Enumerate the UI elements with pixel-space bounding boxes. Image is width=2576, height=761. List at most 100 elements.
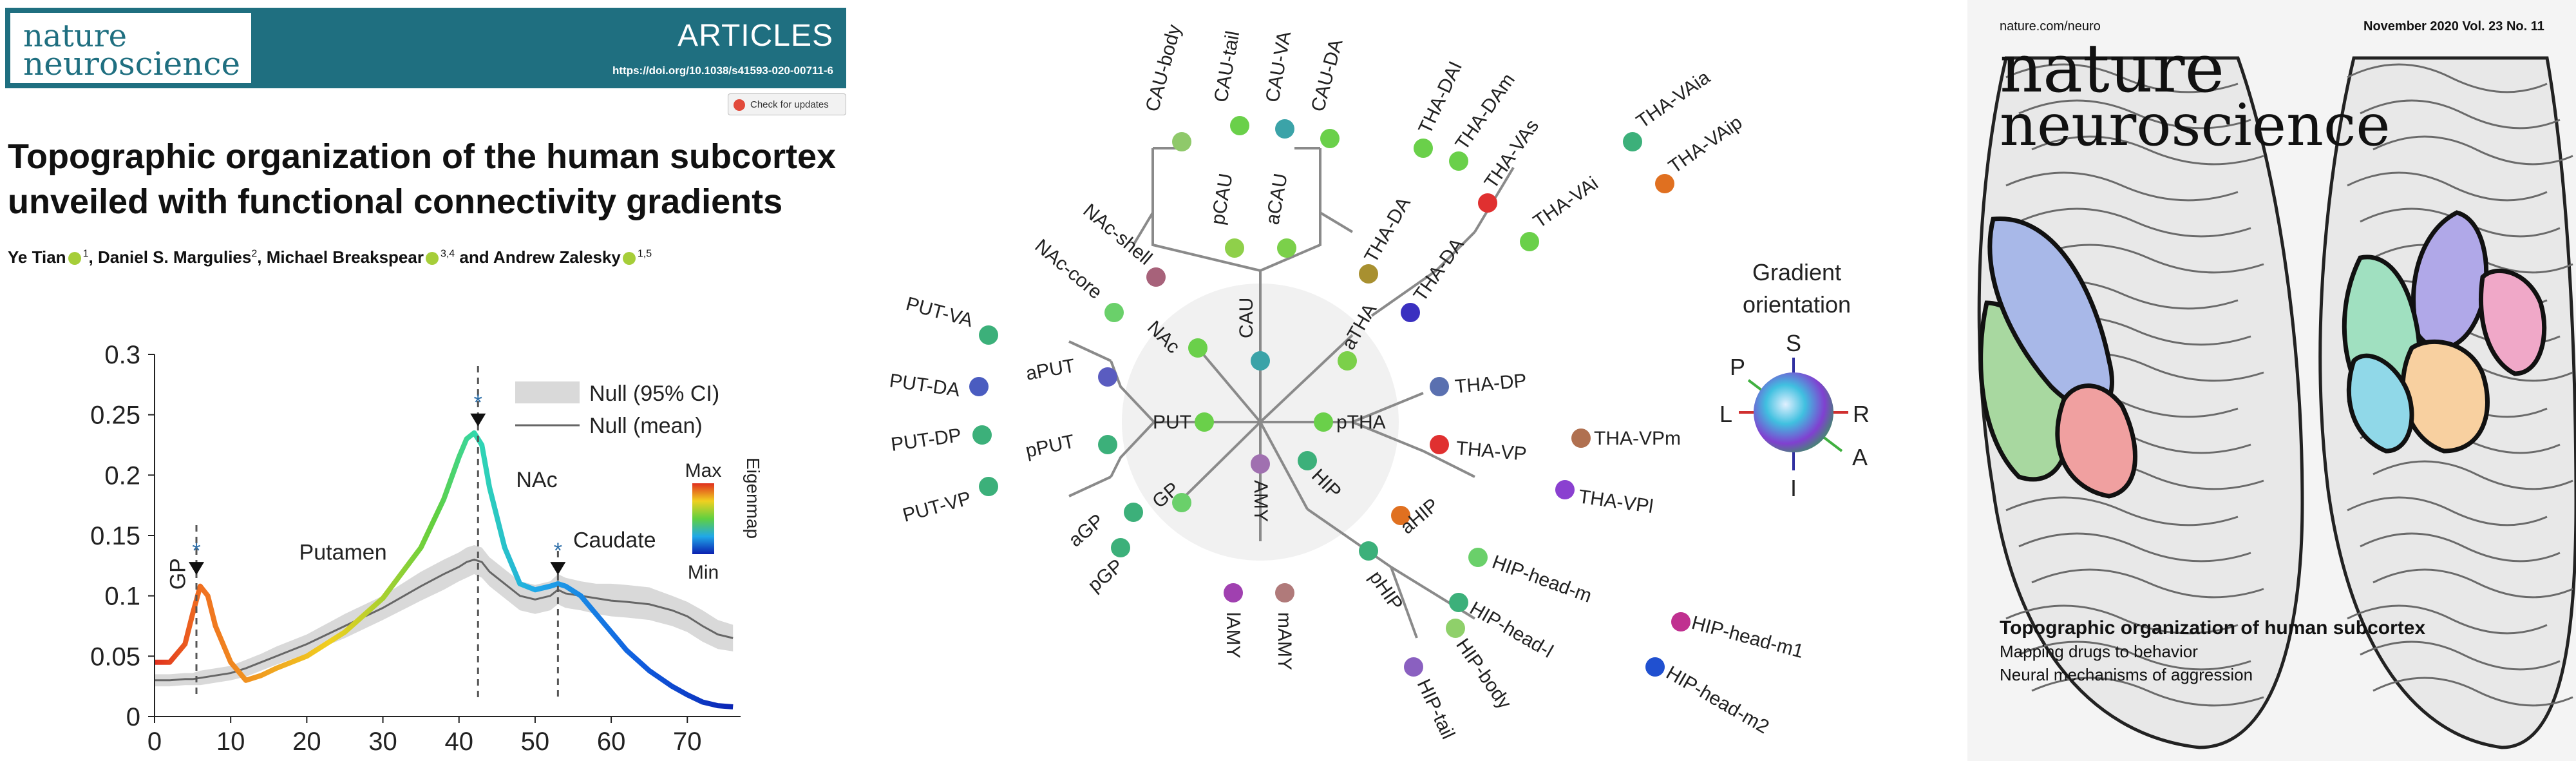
leaf-hip-body: HIP-body	[1452, 635, 1515, 713]
node-put	[1195, 412, 1214, 432]
leaf-pcau: pCAU	[1207, 172, 1236, 227]
y-tick-label: 0	[126, 703, 140, 731]
node-pTHA	[1314, 412, 1333, 432]
node-tha-dai	[1414, 139, 1433, 158]
cover-gyrus	[2347, 171, 2548, 202]
node-phip	[1359, 541, 1378, 561]
leaf-aput: aPUT	[1024, 355, 1076, 385]
node-tha-vaia	[1623, 132, 1642, 151]
cover-gyrus	[2360, 99, 2561, 130]
cover-gyrus	[2360, 532, 2561, 563]
node-pcau	[1225, 238, 1244, 258]
journal-logo[interactable]: nature neuroscience	[10, 13, 251, 83]
cover-gyrus	[2005, 63, 2239, 93]
leaf-nac-core: NAc-core	[1031, 235, 1106, 303]
cover-hippocampus-right	[2346, 353, 2414, 454]
node-cau-tail	[1230, 116, 1249, 135]
tree-branch	[1068, 476, 1112, 497]
peak-asterisk: *	[554, 539, 562, 563]
node-pgp	[1111, 538, 1130, 557]
cover-brain-left	[1977, 56, 2304, 749]
x-tick-label: 70	[673, 727, 702, 756]
colorbar	[692, 483, 714, 554]
leaf-put-va: PUT-VA	[904, 293, 975, 331]
cover-issue: November 2020 Vol. 23 No. 11	[2363, 19, 2544, 34]
node-nac	[1188, 338, 1208, 358]
leaf-tha-da-upper: THA-DA	[1360, 193, 1414, 266]
node-hip	[1298, 451, 1317, 470]
region-ptha: pTHA	[1336, 412, 1386, 433]
y-tick-label: 0.05	[90, 642, 140, 671]
annotation-nac: NAc	[516, 468, 557, 492]
author-and: and	[455, 247, 493, 267]
leaf-tha-vpm: THA-VPm	[1594, 428, 1681, 449]
author-name[interactable]: Andrew Zalesky	[493, 247, 621, 267]
leaf-tha-dai: THA-DAI	[1414, 58, 1466, 137]
tree-branch	[1370, 231, 1476, 317]
node-hip-head-m1	[1671, 612, 1690, 631]
node-tha-vaip	[1655, 174, 1674, 193]
check-updates-label: Check for updates	[750, 99, 829, 110]
node-cau-da	[1320, 129, 1340, 148]
orcid-icon[interactable]	[68, 252, 81, 265]
node-pput	[1098, 435, 1117, 454]
node-put-va	[979, 325, 998, 345]
cover-gyrus	[2372, 135, 2573, 166]
node-amy	[1251, 454, 1270, 474]
cover-gyrus	[2031, 568, 2264, 599]
cover-line-3: Neural mechanisms of aggression	[2000, 665, 2253, 684]
tree-branch	[1110, 421, 1155, 477]
annotation-gp: GP	[166, 558, 190, 590]
node-hip-body	[1446, 619, 1465, 638]
author-name[interactable]: Michael Breakspear	[266, 247, 424, 267]
tree-branch	[1352, 421, 1475, 478]
article-title: Topographic organization of the human su…	[8, 134, 858, 224]
leaf-cau-va: CAU-VA	[1262, 30, 1295, 104]
author-name[interactable]: Daniel S. Margulies	[97, 247, 252, 267]
tree-spoke	[1177, 421, 1262, 504]
y-tick-label: 0.2	[104, 461, 140, 490]
leaf-ahip: aHIP	[1396, 494, 1443, 538]
leaf-cau-da: CAU-DA	[1307, 37, 1347, 114]
colorbar-max: Max	[685, 460, 722, 481]
logo-nature-text: nature	[23, 18, 128, 54]
check-updates-button[interactable]: Check for updates	[728, 93, 846, 115]
cover-gyrus	[2031, 135, 2264, 166]
node-acau	[1277, 238, 1296, 258]
author-name[interactable]: Ye Tian	[8, 247, 66, 267]
leaf-tha-vpl: THA-VPl	[1577, 486, 1654, 517]
axis-label-s: S	[1786, 330, 1801, 356]
node-tha-vpl	[1555, 480, 1575, 499]
node-hip-head-m	[1468, 548, 1488, 567]
orcid-icon[interactable]	[425, 252, 439, 265]
legend-title-2: orientation	[1743, 291, 1851, 318]
leaf-cau-tail: CAU-tail	[1210, 29, 1244, 104]
cover-gyrus	[2018, 99, 2251, 130]
cover-thalamus-left	[2055, 383, 2137, 499]
cover-gyrus	[2372, 460, 2573, 490]
legend-ci-label: Null (95% CI)	[589, 381, 719, 406]
leaf-nac-shell: NAc-shell	[1079, 200, 1157, 269]
y-tick-label: 0.15	[90, 522, 140, 550]
tree-branch	[1260, 148, 1321, 272]
leaf-tha-vaip: THA-VAip	[1665, 111, 1746, 177]
leaf-agp: aGP	[1065, 510, 1108, 551]
peak-marker	[470, 413, 486, 427]
orcid-icon[interactable]	[622, 252, 636, 265]
node-cau-va	[1275, 119, 1294, 139]
leaf-tha-dp: THA-DP	[1454, 370, 1528, 398]
section-label: ARTICLES	[677, 19, 833, 53]
cover-url: nature.com/neuro	[2000, 19, 2101, 34]
title-line-2: unveiled with functional connectivity gr…	[8, 182, 783, 221]
annotation-caudate: Caudate	[573, 528, 656, 553]
legend-title-1: Gradient	[1752, 259, 1841, 285]
axis-label-l: L	[1719, 401, 1732, 427]
node-tha-da-upper	[1359, 264, 1378, 284]
doi-link[interactable]: https://doi.org/10.1038/s41593-020-00711…	[612, 64, 833, 77]
cover-gyrus	[2347, 604, 2548, 635]
node-tha-vas	[1478, 193, 1497, 213]
cover-gyrus	[2005, 604, 2239, 635]
